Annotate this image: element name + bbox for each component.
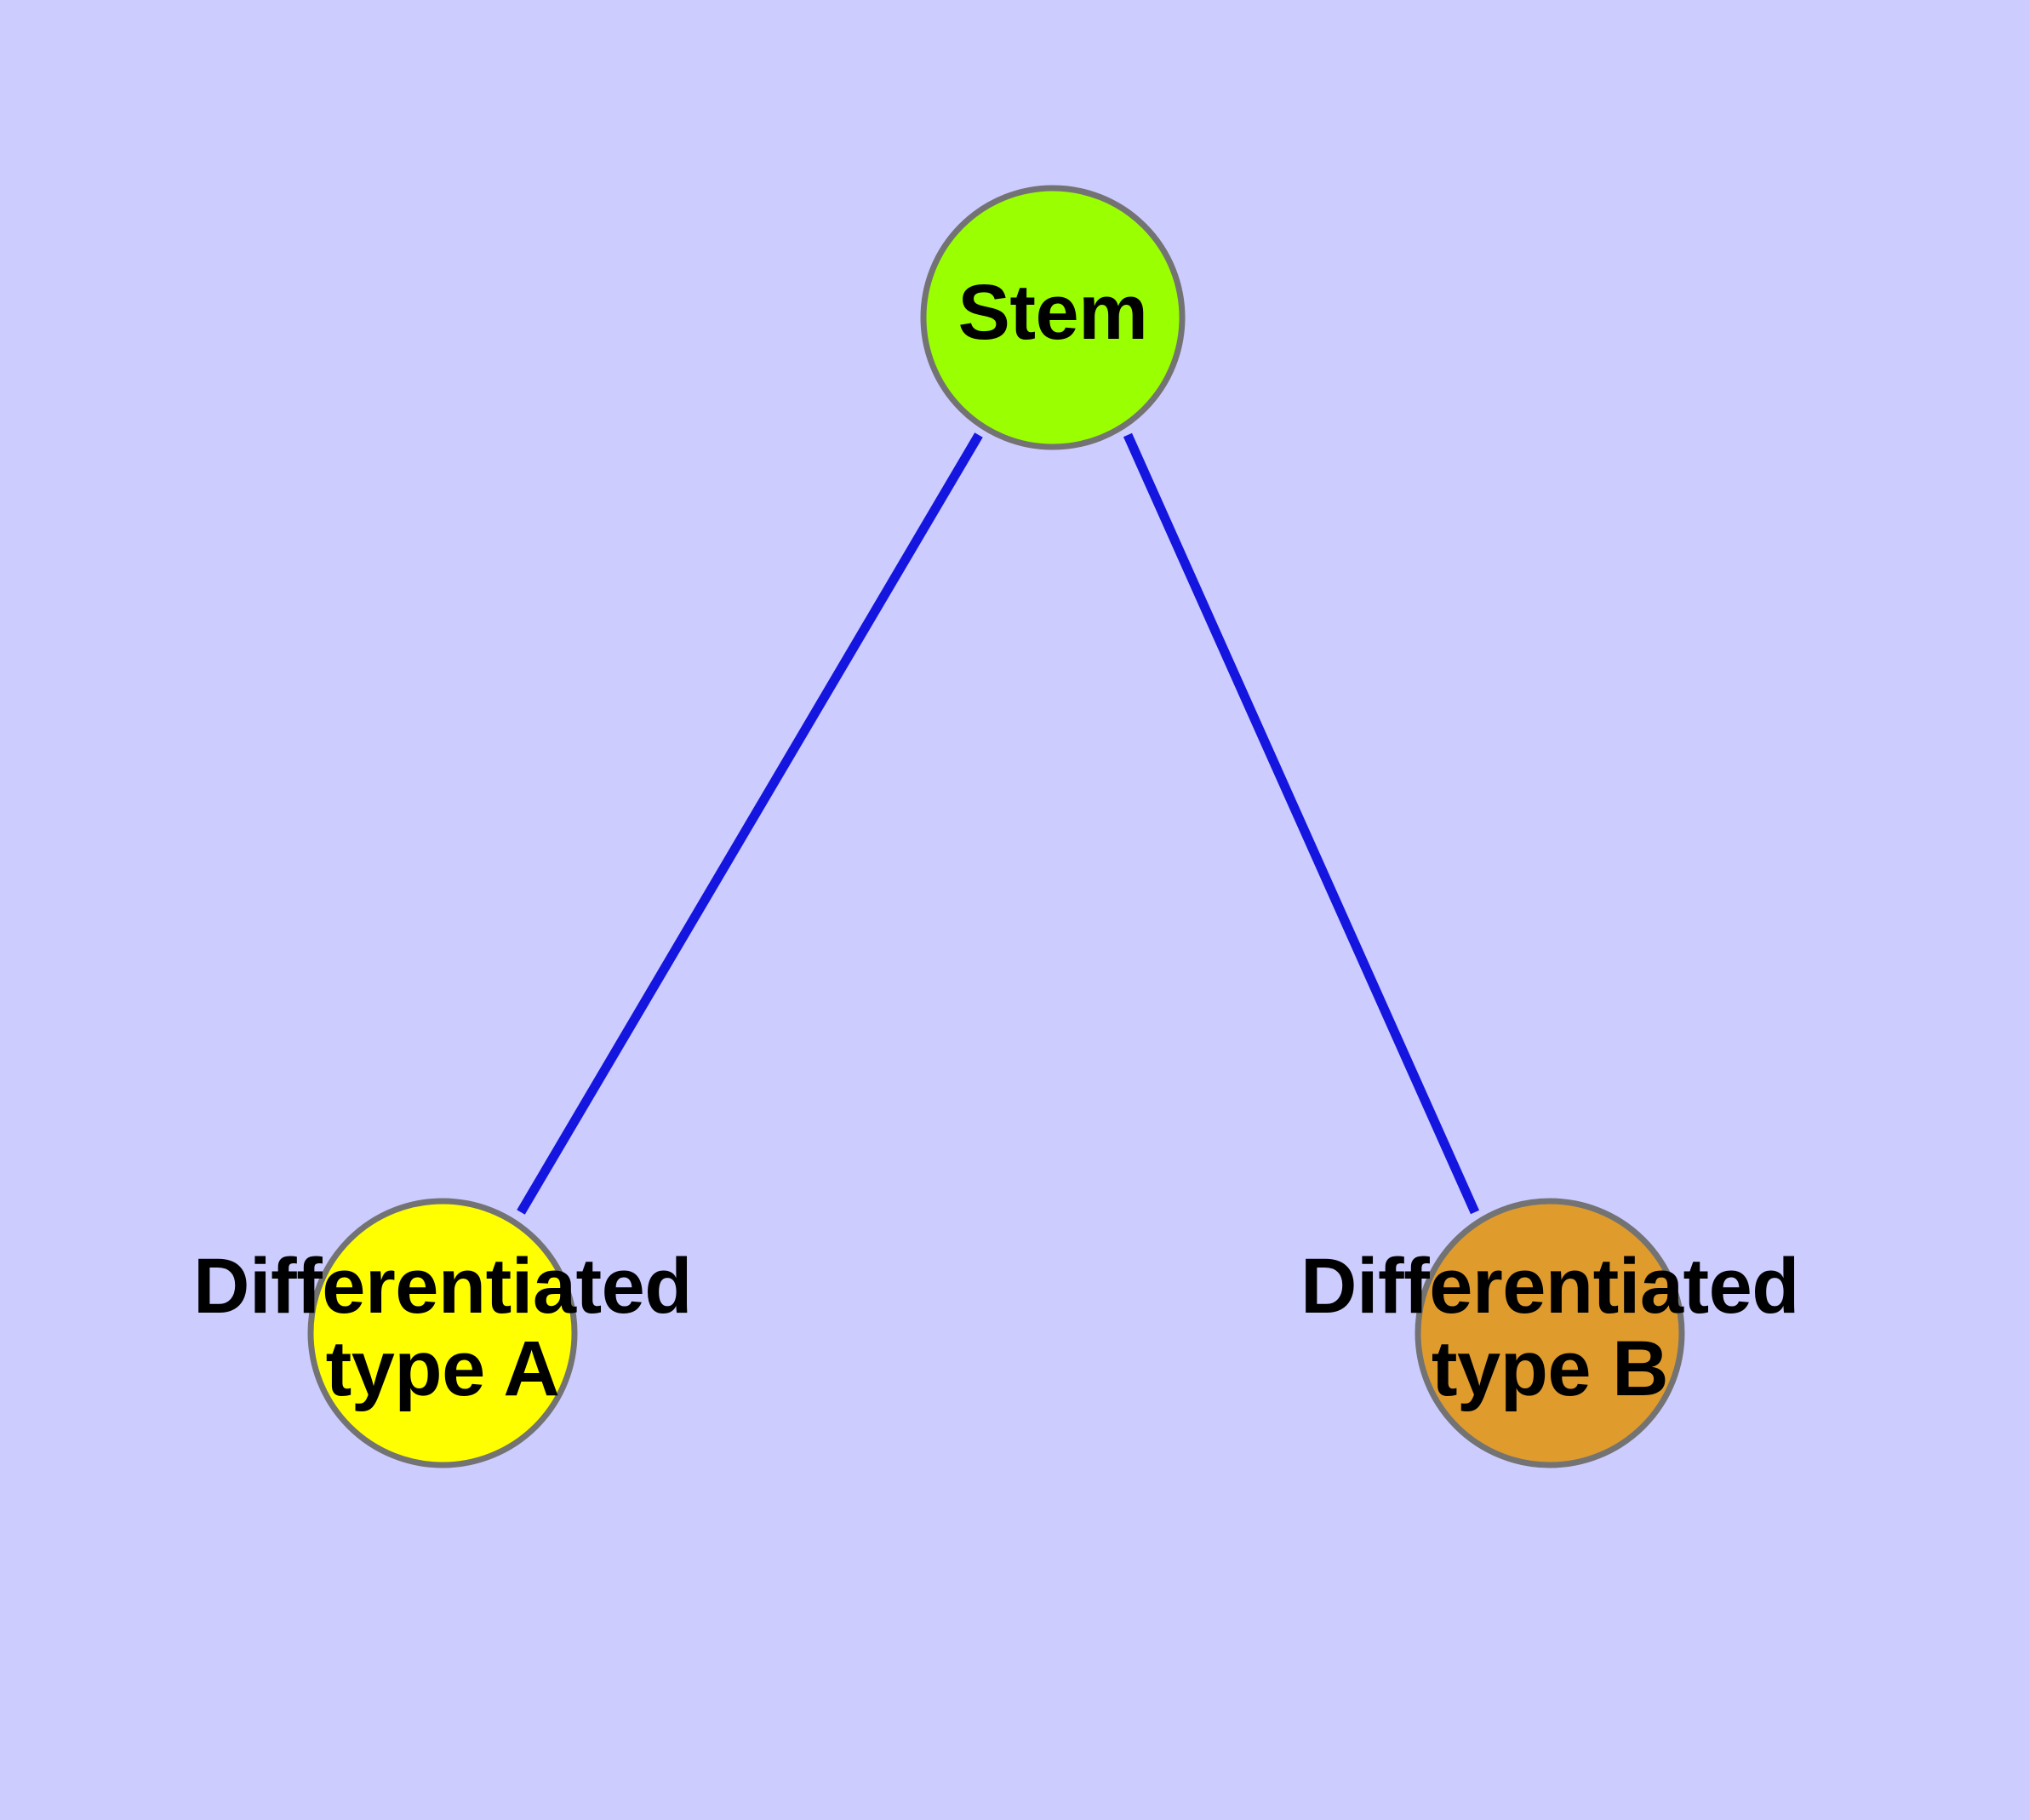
edges-group: [517, 432, 1480, 1215]
nodes-group: [307, 185, 1685, 1468]
edge-stem-to-differentiated-b[interactable]: [1123, 432, 1480, 1215]
node-differentiated-type-a[interactable]: [307, 1198, 578, 1468]
node-stem[interactable]: [920, 185, 1186, 450]
node-differentiated-type-b[interactable]: [1415, 1198, 1685, 1468]
edge-stem-to-differentiated-a[interactable]: [517, 432, 983, 1215]
